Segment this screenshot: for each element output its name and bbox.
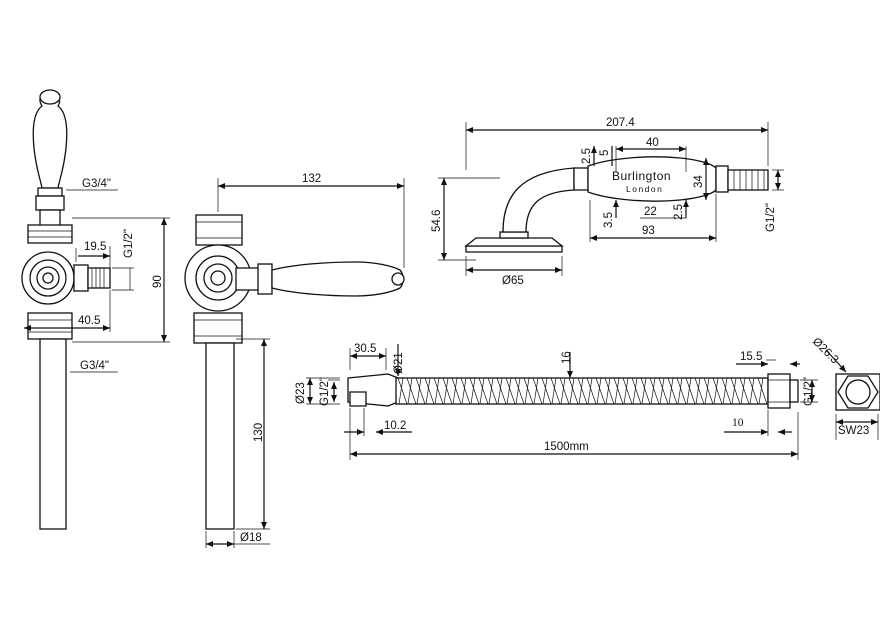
front-dim-19-5: 19.5 bbox=[84, 241, 106, 253]
handset-d-40: 40 bbox=[646, 137, 659, 149]
front-bottom-thread: G3/4" bbox=[80, 360, 109, 372]
side-width: 132 bbox=[302, 173, 321, 185]
nut-spanner-size: SW23 bbox=[838, 425, 869, 437]
hose-d-21: Ø21 bbox=[393, 352, 405, 374]
front-view: G3/4" 19.5 G1/2" 40.5 G3/4" 90 bbox=[21, 89, 170, 530]
handset-brand-name: Burlington bbox=[612, 169, 671, 183]
hose-d-15-5: 15.5 bbox=[740, 351, 762, 363]
handset-d-2-5-top: 2.5 bbox=[581, 148, 593, 164]
handset-brand-city: London bbox=[626, 184, 663, 194]
front-height: 90 bbox=[152, 275, 164, 288]
handset-side-thread: G1/2" bbox=[765, 203, 777, 232]
hose-left-thread: G1/2" bbox=[319, 377, 331, 406]
handset-d-34: 34 bbox=[693, 175, 705, 188]
hose-d-30-5: 30.5 bbox=[354, 343, 376, 355]
front-top-thread: G3/4" bbox=[82, 178, 111, 190]
handset-d-5: 5 bbox=[599, 150, 611, 156]
hose-d-16: 16 bbox=[561, 351, 573, 364]
side-view: 132 130 Ø18 bbox=[184, 173, 405, 548]
hose-right-thread: G1/2" bbox=[803, 377, 815, 406]
handset-d-3-5: 3.5 bbox=[603, 212, 615, 228]
handset-d-2-5-bottom: 2.5 bbox=[673, 204, 685, 220]
hex-nut-view: Ø26.3 SW23 bbox=[810, 336, 880, 440]
hose-d-10: 10 bbox=[732, 417, 744, 429]
side-diameter: Ø18 bbox=[240, 532, 262, 544]
handset-base-diameter: Ø65 bbox=[502, 275, 524, 287]
hose-view: 30.5 Ø21 16 15.5 Ø23 G1/2" 10.2 10 1500m… bbox=[295, 343, 818, 460]
nut-diameter: Ø26.3 bbox=[810, 336, 841, 367]
hose-d-10-2: 10.2 bbox=[384, 420, 406, 432]
hose-length: 1500mm bbox=[544, 441, 589, 453]
handset-total-length: 207.4 bbox=[606, 117, 635, 129]
front-side-thread: G1/2" bbox=[123, 229, 135, 258]
handset-height: 54.6 bbox=[431, 210, 443, 232]
side-length: 130 bbox=[253, 423, 265, 442]
front-dim-40-5: 40.5 bbox=[78, 315, 100, 327]
handset-d-93: 93 bbox=[642, 225, 655, 237]
handset-d-22: 22 bbox=[644, 206, 657, 218]
hose-d-23: Ø23 bbox=[295, 382, 307, 404]
handset-view: Burlington London 207.4 40 2.5 5 34 3.5 … bbox=[431, 117, 784, 287]
